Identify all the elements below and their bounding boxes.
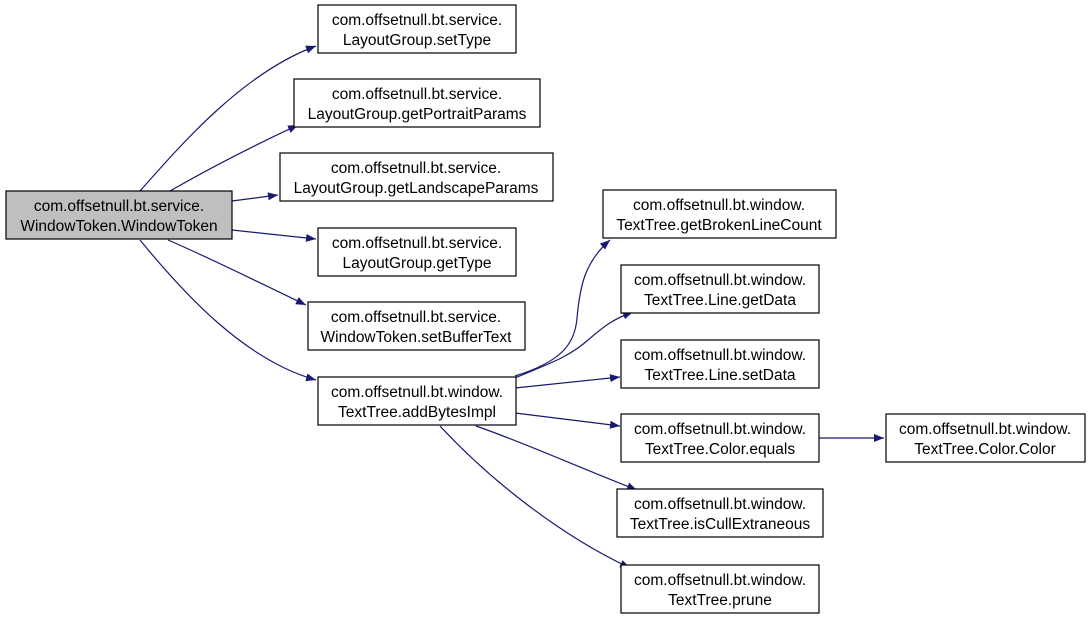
edge-addbytes-to-linegetdata <box>514 311 634 379</box>
node-label-line1: com.offsetnull.bt.service. <box>332 12 502 29</box>
node-label-line2: TextTree.addBytesImpl <box>338 404 496 421</box>
node-label-line1: com.offsetnull.bt.window. <box>634 272 806 289</box>
edge-root-to-setbuffertext <box>167 239 307 306</box>
edge-root-to-settype <box>139 45 317 192</box>
edge-root-to-addbytesimpl <box>139 239 317 382</box>
node-windowtoken-setbuffertext[interactable]: com.offsetnull.bt.service. WindowToken.s… <box>307 301 526 351</box>
node-root-windowtoken[interactable]: com.offsetnull.bt.service. WindowToken.W… <box>5 190 233 240</box>
node-label-line2: WindowToken.WindowToken <box>20 218 217 235</box>
edge-addbytes-to-iscullextraneous <box>475 425 638 491</box>
node-label-line2: LayoutGroup.getLandscapeParams <box>294 180 539 197</box>
node-texttree-line-getdata[interactable]: com.offsetnull.bt.window. TextTree.Line.… <box>620 264 820 314</box>
node-label-line1: com.offsetnull.bt.service. <box>332 86 502 103</box>
node-label-line1: com.offsetnull.bt.service. <box>331 160 501 177</box>
node-layoutgroup-getlandscapeparams[interactable]: com.offsetnull.bt.service. LayoutGroup.g… <box>279 152 554 202</box>
node-layoutgroup-getportraitparams[interactable]: com.offsetnull.bt.service. LayoutGroup.g… <box>293 78 541 128</box>
node-layoutgroup-gettype[interactable]: com.offsetnull.bt.service. LayoutGroup.g… <box>317 227 517 277</box>
edges <box>139 45 884 569</box>
node-label-line2: LayoutGroup.getPortraitParams <box>308 106 527 123</box>
node-label-line2: WindowToken.setBufferText <box>321 329 513 346</box>
node-label-line1: com.offsetnull.bt.window. <box>633 197 805 214</box>
node-label-line1: com.offsetnull.bt.window. <box>634 421 806 438</box>
node-label-line2: LayoutGroup.setType <box>343 32 491 49</box>
node-label-line2: LayoutGroup.getType <box>342 255 491 272</box>
node-label-line2: TextTree.prune <box>668 592 772 609</box>
node-texttree-line-setdata[interactable]: com.offsetnull.bt.window. TextTree.Line.… <box>620 339 820 389</box>
node-label-line1: com.offsetnull.bt.window. <box>331 384 503 401</box>
edge-addbytes-to-prune <box>439 425 631 569</box>
node-label-line2: TextTree.getBrokenLineCount <box>616 217 822 234</box>
node-label-line1: com.offsetnull.bt.window. <box>634 347 806 364</box>
node-texttree-getbrokenlinecount[interactable]: com.offsetnull.bt.window. TextTree.getBr… <box>602 189 837 239</box>
node-label-line1: com.offsetnull.bt.window. <box>634 496 806 513</box>
node-texttree-color-color[interactable]: com.offsetnull.bt.window. TextTree.Color… <box>885 413 1086 463</box>
edge-root-to-gettype <box>231 229 317 242</box>
node-label-line2: TextTree.Line.setData <box>644 367 795 384</box>
node-label-line1: com.offsetnull.bt.window. <box>899 421 1071 438</box>
edge-root-to-getportraitparams <box>169 124 299 192</box>
edge-addbytes-to-linesetdata <box>514 374 621 389</box>
edge-addbytes-to-getbrokenlinecount <box>514 239 611 377</box>
edge-root-to-getlandscapeparams <box>231 192 279 202</box>
node-label-line2: TextTree.Color.Color <box>914 441 1056 458</box>
node-texttree-color-equals[interactable]: com.offsetnull.bt.window. TextTree.Color… <box>620 413 820 463</box>
edge-addbytes-to-colorequals <box>514 412 621 429</box>
node-texttree-iscullextraneous[interactable]: com.offsetnull.bt.window. TextTree.isCul… <box>616 488 824 538</box>
node-layoutgroup-settype[interactable]: com.offsetnull.bt.service. LayoutGroup.s… <box>317 4 517 54</box>
node-label-line2: TextTree.Line.getData <box>644 292 796 309</box>
node-label-line2: TextTree.Color.equals <box>645 441 795 458</box>
node-label-line1: com.offsetnull.bt.window. <box>634 572 806 589</box>
node-label-line1: com.offsetnull.bt.service. <box>332 235 502 252</box>
node-label-line2: TextTree.isCullExtraneous <box>630 516 811 533</box>
node-label-line1: com.offsetnull.bt.service. <box>34 198 204 215</box>
node-label-line1: com.offsetnull.bt.service. <box>331 309 501 326</box>
node-texttree-prune[interactable]: com.offsetnull.bt.window. TextTree.prune <box>620 564 820 614</box>
node-texttree-addbytesimpl[interactable]: com.offsetnull.bt.window. TextTree.addBy… <box>317 376 517 426</box>
